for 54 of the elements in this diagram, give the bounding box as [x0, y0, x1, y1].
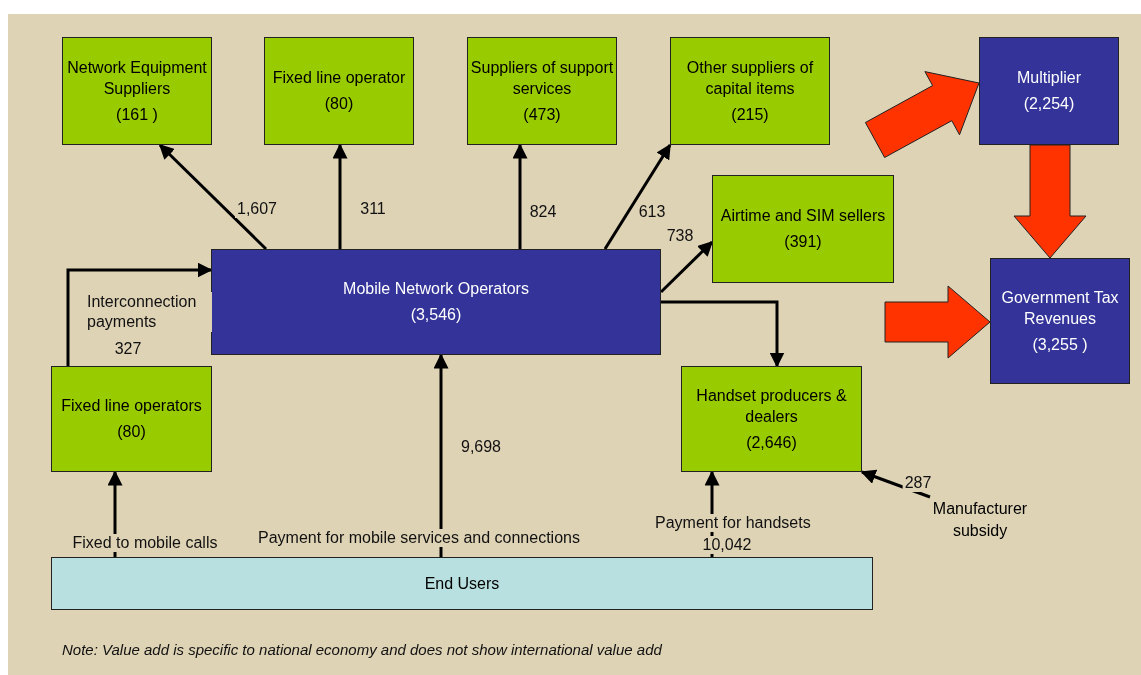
node-title: End Users	[424, 573, 500, 594]
interconnection-label: Interconnection payments	[87, 292, 212, 332]
arrow	[659, 240, 714, 294]
edge-label: 9,698	[459, 438, 503, 456]
node-title: Multiplier	[1017, 68, 1081, 89]
block-arrow	[884, 285, 991, 359]
node-value: (3,255 )	[1032, 334, 1088, 355]
revenue-box	[990, 258, 1130, 384]
operator-box	[211, 249, 661, 355]
node-title: Government Tax Revenues	[1000, 287, 1120, 330]
node-value: (215)	[731, 104, 769, 125]
arrow	[512, 143, 528, 249]
supplier-box	[264, 37, 414, 145]
arrow	[661, 300, 785, 368]
node-value: (2,254)	[1023, 94, 1075, 114]
block-arrow	[1013, 144, 1087, 259]
arrow	[433, 353, 449, 557]
node-value: (2,646)	[746, 432, 797, 453]
node-title: Other suppliers of capital items	[685, 57, 815, 100]
arrow	[603, 143, 672, 250]
operator-box	[51, 366, 212, 472]
node-value: (80)	[117, 422, 146, 442]
supplier-box	[62, 37, 212, 145]
arrow	[158, 143, 268, 251]
note-text: Note: Value add is specific to national economy and does not show international value add	[62, 641, 662, 658]
supplier-box	[670, 37, 830, 145]
supplier-box	[467, 37, 617, 145]
node-title: Suppliers of support services	[469, 57, 615, 100]
node-title: Handset producers & dealers	[695, 385, 848, 428]
payment-label: Payment for handsets	[655, 514, 811, 532]
edge-label: 1,607	[235, 200, 279, 218]
node-value: (473)	[523, 104, 561, 125]
node-title: Manufacturer subsidy	[931, 499, 1029, 541]
edge-label: 287	[902, 474, 934, 492]
block-arrow	[864, 71, 980, 158]
edge-label: Fixed to mobile calls	[70, 534, 220, 552]
node-title: Fixed line operators	[61, 396, 202, 417]
node-title: Mobile Network Operators	[343, 279, 529, 300]
edge-label: 10,042	[700, 536, 754, 554]
node-value: (161 )	[116, 104, 158, 125]
node-title: Fixed line operator	[272, 68, 406, 89]
node-value: (391)	[784, 232, 822, 252]
handset-box	[681, 366, 862, 472]
multiplier-box	[979, 37, 1119, 145]
arrow	[66, 262, 213, 366]
node-title: Network Equipment Suppliers	[66, 57, 208, 100]
arrow	[332, 143, 348, 249]
node-title: Airtime and SIM sellers	[720, 206, 886, 227]
payment-label: Payment for mobile services and connections	[258, 529, 580, 547]
node-value: (3,546)	[410, 305, 462, 325]
seller-box	[712, 175, 894, 283]
arrow	[860, 469, 931, 499]
node-value: (80)	[324, 94, 354, 114]
end-users-box	[51, 557, 873, 610]
